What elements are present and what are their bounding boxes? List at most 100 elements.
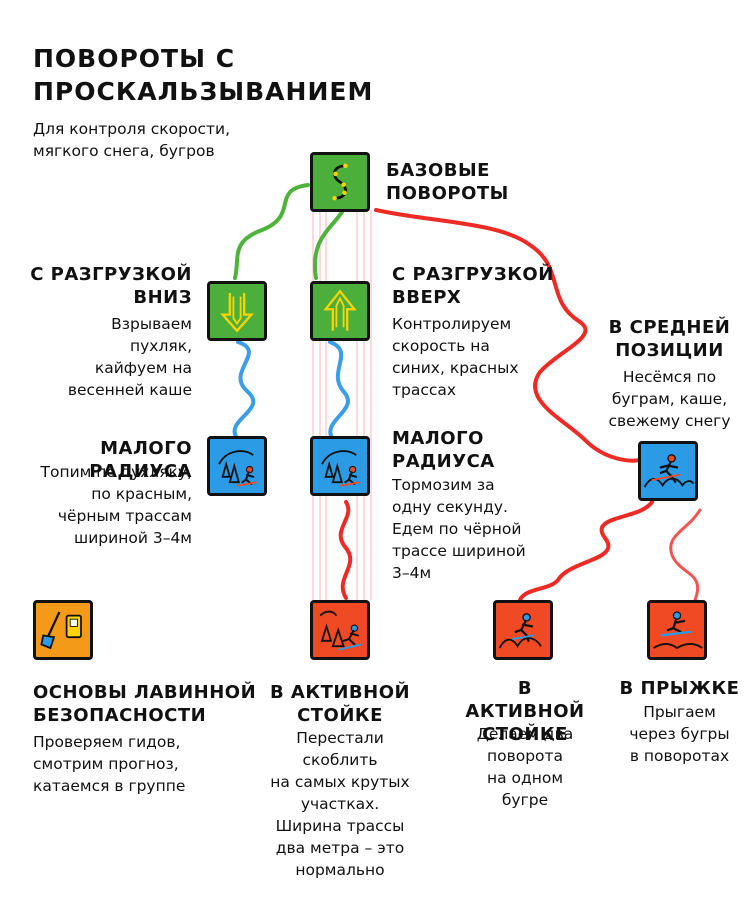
short-mid-title-1: Малого <box>392 428 484 449</box>
avalanche-title-2: безопасности <box>33 705 207 726</box>
desc-line: на самых крутых <box>270 773 410 791</box>
skier-steep-icon <box>319 610 362 651</box>
shovel-beacon-icon <box>40 611 82 650</box>
jump-icon-box[interactable] <box>647 600 707 660</box>
skier-mogul-icon <box>498 613 542 649</box>
short-radius-left-desc: Топим по пухляку, по красным, чёрным тра… <box>10 461 193 549</box>
avalanche-title-1: Основы лавинной <box>33 682 257 703</box>
desc-line: Несёмся по <box>622 368 717 386</box>
active-stance-1-title: В активной стойке <box>255 681 425 727</box>
desc-line: катаемся в группе <box>33 777 186 795</box>
desc-line: весенней каше <box>67 381 192 399</box>
desc-line: 3–4м <box>392 564 432 582</box>
link-base-to-middle <box>374 208 642 463</box>
unload-up-icon-box[interactable] <box>310 281 370 341</box>
desc-line: Делаем два <box>476 725 574 743</box>
desc-line: скорость на <box>392 337 490 355</box>
skier-trees-icon <box>321 450 360 487</box>
middle-position-icon-box[interactable] <box>638 441 698 501</box>
desc-line: смотрим прогноз, <box>33 755 179 773</box>
desc-line: Едем по чёрной <box>392 520 522 538</box>
unload-down-icon-box[interactable] <box>207 281 267 341</box>
desc-line: на одном <box>486 769 564 787</box>
jump-title-text: В прыжке <box>619 678 740 699</box>
arrow-down-icon <box>220 293 254 333</box>
desc-line: Перестали <box>296 729 384 747</box>
page-subtitle: Для контроля скорости, мягкого снега, бу… <box>33 118 230 162</box>
avalanche-icon-box[interactable] <box>33 600 93 660</box>
desc-line: через бугры <box>629 725 730 743</box>
active-stance-2-title: В активной стойке <box>455 677 595 746</box>
link-base-to-up <box>312 210 344 280</box>
desc-line: Контролируем <box>392 315 512 333</box>
desc-line: по красным, <box>91 485 192 503</box>
desc-line: шириной 3–4м <box>74 529 192 547</box>
active1-title-2: стойке <box>297 705 383 726</box>
active1-title-1: В активной <box>269 682 411 703</box>
unload-down-title-1: С разгрузкой <box>30 264 192 285</box>
skier-bumps-icon <box>643 454 695 488</box>
avalanche-desc: Проверяем гидов, смотрим прогноз, катаем… <box>33 731 185 797</box>
base-turns-title: Базовые повороты <box>386 159 509 205</box>
desc-line: свежему снегу <box>608 412 731 430</box>
desc-line: Ширина трассы <box>275 817 405 835</box>
desc-line: Прыгаем <box>643 703 716 721</box>
desc-line: нормально <box>295 861 385 879</box>
active-stance-2-icon-box[interactable] <box>493 600 553 660</box>
unload-down-title-2: вниз <box>133 287 192 308</box>
unload-down-title: С разгрузкой вниз <box>30 263 192 309</box>
active-stance-1-desc: Перестали скоблить на самых крутых участ… <box>245 727 435 881</box>
avalanche-title: Основы лавинной безопасности <box>33 681 256 727</box>
jump-desc: Прыгаем через бугры в поворотах <box>612 701 747 767</box>
base-turns-icon[interactable] <box>310 152 370 212</box>
middle-title-2: позиции <box>615 340 724 361</box>
desc-line: трассах <box>392 381 457 399</box>
desc-line: два метра – это <box>275 839 405 857</box>
short-radius-mid-desc: Тормозим за одну секунду. Едем по чёрной… <box>392 474 526 584</box>
subtitle-line-2: мягкого снега, бугров <box>33 142 215 160</box>
arrow-up-icon <box>323 289 357 331</box>
desc-line: Топим по пухляку, <box>40 463 193 481</box>
desc-line: буграм, каше, <box>611 390 728 408</box>
skier-trees-icon <box>218 450 257 487</box>
active2-title-2: стойке <box>482 724 568 745</box>
link-base-to-down <box>233 183 310 280</box>
unload-up-title-1: С разгрузкой <box>392 264 554 285</box>
page-title: Повороты с проскальзыванием <box>33 42 373 108</box>
s-curve-icon <box>332 163 348 201</box>
short-left-title: Малого радиуса <box>89 438 192 482</box>
active-stance-1-icon-box[interactable] <box>310 600 370 660</box>
middle-title-1: В средней <box>608 317 731 338</box>
short-radius-mid-icon-box[interactable] <box>310 436 370 496</box>
link-up-to-short <box>328 340 350 440</box>
skier-jump-icon <box>653 611 703 650</box>
short-radius-left-title: Малого радиуса <box>10 437 192 483</box>
desc-line: Тормозим за <box>392 476 495 494</box>
title-line-2: проскальзыванием <box>33 77 374 106</box>
unload-up-desc: Контролируем скорость на синих, красных … <box>392 313 519 401</box>
desc-line: Взрываем <box>111 315 192 333</box>
middle-position-title: В средней позиции <box>592 316 747 362</box>
base-title-line-1: Базовые <box>386 160 490 181</box>
short-mid-title-2: радиуса <box>392 451 495 472</box>
unload-up-title: С разгрузкой вверх <box>392 263 554 309</box>
desc-line: пухляк, <box>130 337 192 355</box>
desc-line: в поворотах <box>629 747 730 765</box>
link-middle-to-active2 <box>518 500 654 602</box>
desc-line: одну секунду. <box>392 498 508 516</box>
desc-line: участках. <box>300 795 380 813</box>
desc-line: скоблить <box>302 751 378 769</box>
desc-line: бугре <box>501 791 549 809</box>
desc-line: поворота <box>486 747 564 765</box>
desc-line: трассе шириной <box>392 542 526 560</box>
desc-line: кайфуем на <box>94 359 192 377</box>
base-title-line-2: повороты <box>386 183 509 204</box>
short-radius-mid-title: Малого радиуса <box>392 427 495 473</box>
desc-line: чёрным трассам <box>57 507 192 525</box>
desc-line: синих, красных <box>392 359 519 377</box>
jump-title: В прыжке <box>612 677 747 700</box>
unload-up-title-2: вверх <box>392 287 462 308</box>
middle-position-desc: Несёмся по буграм, каше, свежему снегу <box>592 366 747 432</box>
short-radius-left-icon-box[interactable] <box>207 436 267 496</box>
